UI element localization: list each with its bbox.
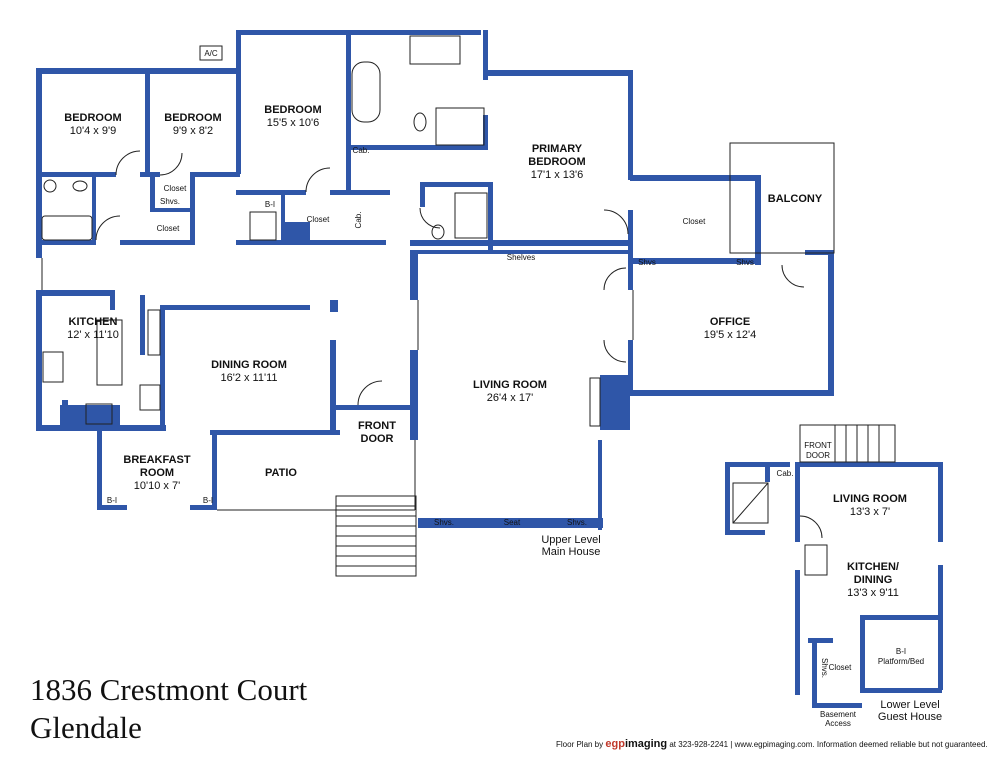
primary-bedroom-dims: 17'1 x 13'6 — [531, 169, 584, 181]
guest-platform-line1: B-I — [896, 647, 906, 656]
brand-logo: egpimaging — [605, 738, 667, 750]
dining-room-dims: 16'2 x 11'11 — [220, 372, 277, 384]
main-house-walls — [36, 30, 834, 530]
level-labels: Upper Level Main House Lower Level Guest… — [541, 534, 942, 723]
brand-name: imaging — [624, 738, 668, 750]
bedroom2-dims: 9'9 x 8'2 — [173, 125, 213, 137]
primary-bedroom-name-1: PRIMARY — [532, 143, 583, 155]
cab-label-2: Cab. — [354, 212, 363, 229]
guest-kitchen-dims: 13'3 x 9'11 — [847, 587, 899, 599]
bi-label-3: B-I — [203, 496, 213, 505]
bedroom3-name: BEDROOM — [264, 104, 321, 116]
breakfast-room-name-2: ROOM — [140, 467, 174, 479]
shvs-label-5: Shvs. — [567, 518, 587, 527]
patio-name: PATIO — [265, 467, 297, 479]
front-stairs — [335, 495, 417, 577]
brand-mark: egp — [605, 738, 625, 750]
office-name: OFFICE — [710, 316, 750, 328]
guest-kitchen-name-2: DINING — [854, 574, 893, 586]
bedroom1-name: BEDROOM — [64, 112, 121, 124]
fixture-labels: A/C Closet Shvs. Closet B-I Closet Cab. … — [107, 45, 857, 728]
bedroom2-name: BEDROOM — [164, 112, 221, 124]
bedroom3-dims: 15'5 x 10'6 — [267, 117, 320, 129]
guest-platform-line2: Platform/Bed — [878, 657, 924, 666]
guest-house-walls — [725, 462, 943, 708]
basement-line2: Access — [825, 719, 851, 728]
primary-bedroom-name-2: BEDROOM — [528, 156, 585, 168]
lower-level-line1: Lower Level — [880, 699, 939, 711]
guest-thin-lines — [732, 424, 896, 576]
shvs-label-3: Shvs — [736, 258, 754, 267]
living-room-name: LIVING ROOM — [473, 379, 547, 391]
ac-label: A/C — [204, 49, 218, 58]
lower-level-line2: Guest House — [878, 711, 942, 723]
closet-label-1: Closet — [164, 184, 187, 193]
guest-kitchen-name-1: KITCHEN/ — [847, 561, 899, 573]
guest-front-door-line1: FRONT — [804, 441, 832, 450]
dining-room-name: DINING ROOM — [211, 359, 287, 371]
bedroom1-dims: 10'4 x 9'9 — [70, 125, 116, 137]
thin-lines — [41, 142, 835, 511]
office-dims: 19'5 x 12'4 — [704, 329, 757, 341]
closet-label-2: Closet — [157, 224, 180, 233]
guest-front-door-line2: DOOR — [806, 451, 830, 460]
bi-label-1: B-I — [265, 200, 275, 209]
city-title: Glendale — [30, 710, 142, 745]
closet-label-4: Closet — [683, 217, 706, 226]
shvs-label-6: Shvs. — [820, 658, 829, 678]
living-room-dims: 26'4 x 17' — [487, 392, 533, 404]
address-title: 1836 Crestmont Court — [30, 672, 308, 707]
shvs-label-2: Shvs — [638, 258, 656, 267]
cab-label-1: Cab. — [353, 146, 370, 155]
seat-label: Seat — [504, 518, 521, 527]
fixtures — [41, 35, 601, 427]
basement-line1: Basement — [820, 710, 857, 719]
footer-credit: Floor Plan by egpimaging at 323-928-2241… — [556, 738, 988, 750]
guest-living-room-dims: 13'3 x 7' — [850, 506, 890, 518]
footer-prefix: Floor Plan by — [556, 740, 604, 749]
kitchen-dims: 12' x 11'10 — [67, 329, 119, 341]
upper-level-line2: Main House — [542, 546, 601, 558]
breakfast-room-dims: 10'10 x 7' — [134, 480, 180, 492]
breakfast-room-name-1: BREAKFAST — [123, 454, 191, 466]
door-swings — [95, 150, 805, 406]
closet-label-3: Closet — [307, 215, 330, 224]
footer-text: at 323-928-2241 | www.egpimaging.com. In… — [669, 740, 988, 749]
balcony-name: BALCONY — [768, 193, 823, 205]
guest-living-room-name: LIVING ROOM — [833, 493, 907, 505]
room-labels: BEDROOM 10'4 x 9'9 BEDROOM 9'9 x 8'2 BED… — [64, 104, 924, 666]
front-door-line1: FRONT — [358, 420, 396, 432]
cab-label-3: Cab. — [777, 469, 794, 478]
front-door-line2: DOOR — [361, 433, 394, 445]
kitchen-name: KITCHEN — [69, 316, 118, 328]
shelves-label: Shelves — [507, 253, 535, 262]
upper-level-line1: Upper Level — [541, 534, 600, 546]
shvs-label-1: Shvs. — [160, 197, 180, 206]
shvs-label-4: Shvs. — [434, 518, 454, 527]
bi-label-2: B-I — [107, 496, 117, 505]
closet-label-5: Closet — [829, 663, 852, 672]
